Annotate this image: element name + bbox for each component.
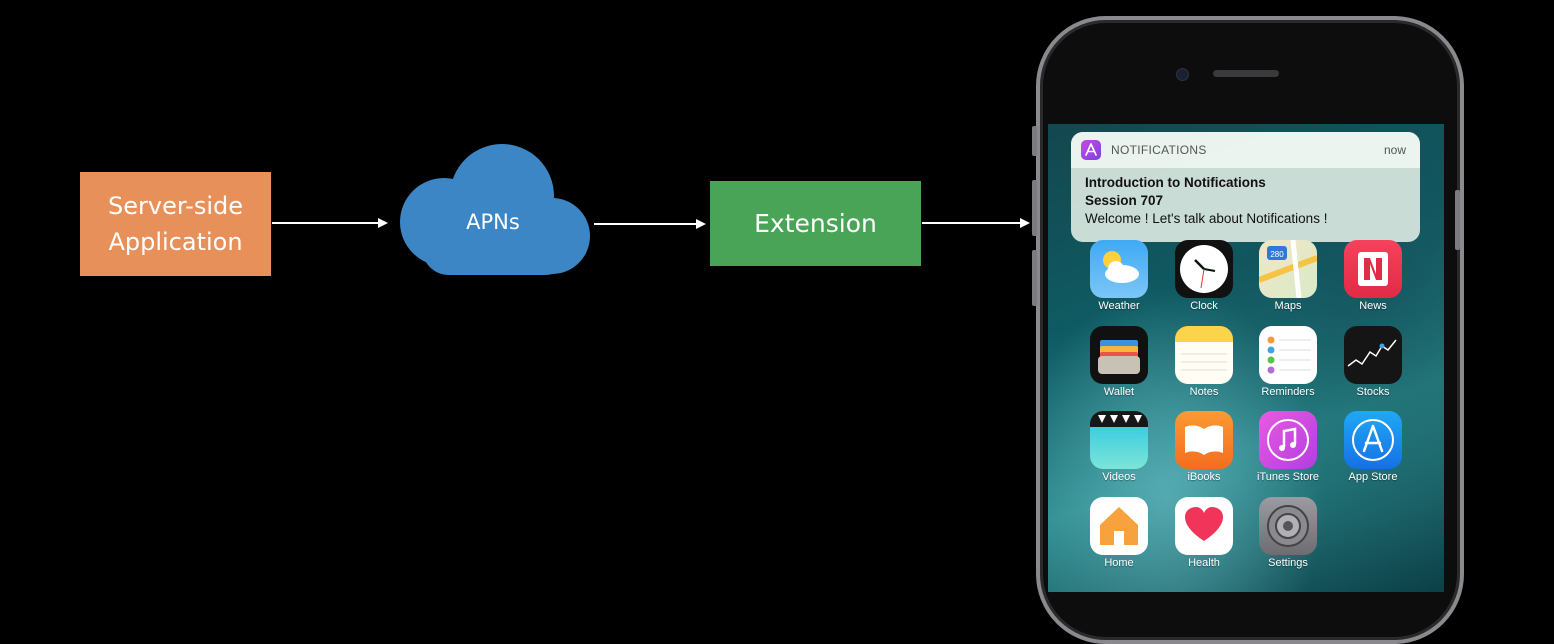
arrow-apns-to-extension [594, 219, 706, 229]
app-itunes-store[interactable]: iTunes Store [1248, 411, 1328, 483]
server-label-line1: Server-side [108, 192, 243, 220]
app-label: Notes [1189, 386, 1219, 398]
extension-box: Extension [710, 181, 921, 266]
clock-icon [1175, 240, 1233, 298]
notification-banner[interactable]: NOTIFICATIONS now Introduction to Notifi… [1071, 132, 1420, 242]
notes-icon [1175, 326, 1233, 384]
notification-subtitle: Session 707 [1085, 193, 1164, 208]
notification-app-name: NOTIFICATIONS [1111, 143, 1207, 157]
reminders-icon [1259, 326, 1317, 384]
app-label: Reminders [1261, 386, 1315, 398]
app-label: Maps [1274, 300, 1302, 312]
app-label: Videos [1102, 471, 1136, 483]
app-reminders[interactable]: Reminders [1248, 326, 1328, 398]
notification-title: Introduction to Notifications [1085, 175, 1266, 190]
videos-icon [1090, 411, 1148, 469]
news-icon [1344, 240, 1402, 298]
app-news[interactable]: News [1333, 240, 1413, 312]
app-store-icon [1344, 411, 1402, 469]
app-label: Clock [1190, 300, 1218, 312]
notification-body: Introduction to Notifications Session 70… [1071, 168, 1420, 234]
side-button-power [1455, 190, 1460, 250]
app-home[interactable]: Home [1079, 497, 1159, 569]
app-stocks[interactable]: Stocks [1333, 326, 1413, 398]
stocks-icon [1344, 326, 1402, 384]
notification-header: NOTIFICATIONS now [1071, 132, 1420, 168]
app-label: iTunes Store [1257, 471, 1319, 483]
arrow-extension-to-device [922, 218, 1030, 228]
app-label: Health [1188, 557, 1220, 569]
app-videos[interactable]: Videos [1079, 411, 1159, 483]
app-wallet[interactable]: Wallet [1079, 326, 1159, 398]
notification-message: Welcome ! Let's talk about Notifications… [1085, 211, 1328, 226]
app-label: News [1359, 300, 1387, 312]
apns-cloud [400, 144, 590, 275]
notification-time: now [1383, 143, 1406, 157]
health-icon [1175, 497, 1233, 555]
app-app-store[interactable]: App Store [1333, 411, 1413, 483]
app-settings[interactable]: Settings [1248, 497, 1328, 569]
app-health[interactable]: Health [1164, 497, 1244, 569]
side-button-mute [1032, 126, 1037, 156]
app-ibooks[interactable]: iBooks [1164, 411, 1244, 483]
extension-label: Extension [754, 209, 877, 238]
app-label: Home [1104, 557, 1134, 569]
app-label: Stocks [1356, 386, 1390, 398]
maps-route-number: 280 [1270, 250, 1284, 259]
app-maps[interactable]: 280 Maps [1248, 240, 1328, 312]
app-label: Settings [1268, 557, 1308, 569]
maps-icon: 280 [1259, 240, 1317, 298]
front-camera [1176, 68, 1189, 81]
app-label: Weather [1098, 300, 1140, 312]
itunes-store-icon [1259, 411, 1317, 469]
server-label-line2: Application [108, 228, 243, 256]
apns-label: APNs [466, 210, 520, 234]
app-weather[interactable]: Weather [1079, 240, 1159, 312]
app-label: Wallet [1103, 386, 1135, 398]
earpiece-speaker [1213, 70, 1279, 77]
server-side-application-box: Server-side Application [80, 172, 271, 276]
app-clock[interactable]: Clock [1164, 240, 1244, 312]
side-button-volume-down [1032, 250, 1037, 306]
home-icon [1090, 497, 1148, 555]
settings-icon [1259, 497, 1317, 555]
ibooks-icon [1175, 411, 1233, 469]
side-button-volume-up [1032, 180, 1037, 236]
wallet-icon [1090, 326, 1148, 384]
app-notes[interactable]: Notes [1164, 326, 1244, 398]
arrow-server-to-apns [272, 218, 388, 228]
app-label: App Store [1348, 471, 1398, 483]
weather-icon [1090, 240, 1148, 298]
app-store-icon [1081, 140, 1101, 160]
app-label: iBooks [1187, 471, 1221, 483]
